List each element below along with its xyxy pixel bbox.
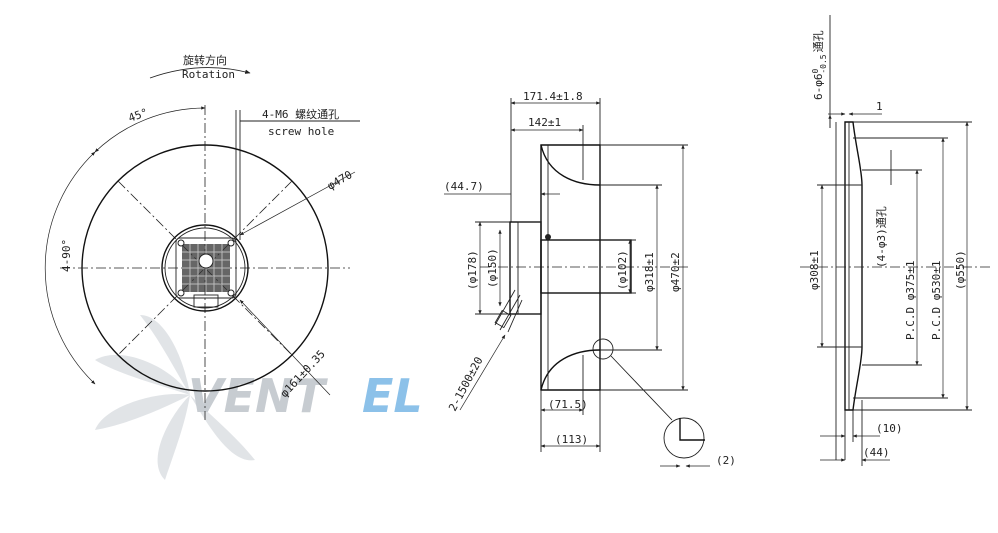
cable-length-label: 2-1500±20 bbox=[446, 355, 485, 414]
watermark-brand-a: VENT bbox=[188, 369, 329, 423]
dim-2-label: (2) bbox=[716, 454, 736, 467]
motor-hub bbox=[161, 224, 249, 312]
dim-150-label: (φ150) bbox=[486, 248, 499, 288]
dim-44-7-label: (44.7) bbox=[444, 180, 484, 193]
dim-178-label: (φ178) bbox=[466, 250, 479, 290]
pcd-375-label: P.C.D φ375±1 bbox=[904, 261, 917, 340]
screw-hole-label-cn: 4-M6 螺纹通孔 bbox=[262, 107, 339, 121]
dim-102-label: (φ102) bbox=[616, 250, 629, 290]
dim-71-5-label: (71.5) bbox=[548, 398, 588, 411]
dim-44-label: (44) bbox=[863, 446, 890, 459]
rotation-label-en: Rotation bbox=[182, 68, 235, 81]
watermark-brand-b: EL bbox=[362, 369, 423, 423]
dim-318-label: φ318±1 bbox=[643, 252, 656, 292]
side-view: 171.4±1.8 142±1 (44.7) (φ178) (φ150) bbox=[444, 90, 736, 468]
dim-4-3-label: (4-φ3)通孔 bbox=[875, 206, 888, 268]
dim-171-label: 171.4±1.8 bbox=[523, 90, 583, 103]
dim-1-label: 1 bbox=[876, 100, 883, 113]
ring-view: 6-φ60-0.5通孔 1 φ308±1 (4-φ3)通孔 P.C.D φ375… bbox=[800, 15, 990, 466]
rotation-arrow-icon bbox=[149, 67, 251, 79]
pcd-530-label: P.C.D φ530±1 bbox=[930, 261, 943, 340]
screw-hole-label-en: screw hole bbox=[268, 125, 334, 138]
dim-308-label: φ308±1 bbox=[808, 250, 821, 290]
detail-view-circle bbox=[663, 417, 705, 459]
dim-470-side-label: φ470±2 bbox=[669, 252, 682, 292]
front-view: 旋转方向 Rotation 4-M6 螺纹通孔 screw hole bbox=[44, 53, 360, 420]
angle-90-label: 4-90° bbox=[60, 239, 73, 272]
dim-113-label: (113) bbox=[555, 433, 588, 446]
watermark: VENT EL bbox=[95, 315, 423, 480]
dim-550-label: (φ550) bbox=[954, 250, 967, 290]
dia-470-label: φ470 bbox=[325, 168, 354, 193]
dim-10-label: (10) bbox=[876, 422, 903, 435]
rotation-label-cn: 旋转方向 bbox=[183, 53, 227, 67]
holes-label: 6-φ60-0.5通孔 bbox=[811, 30, 828, 100]
angle-45-label: 45° bbox=[127, 106, 150, 125]
dim-142-label: 142±1 bbox=[528, 116, 561, 129]
